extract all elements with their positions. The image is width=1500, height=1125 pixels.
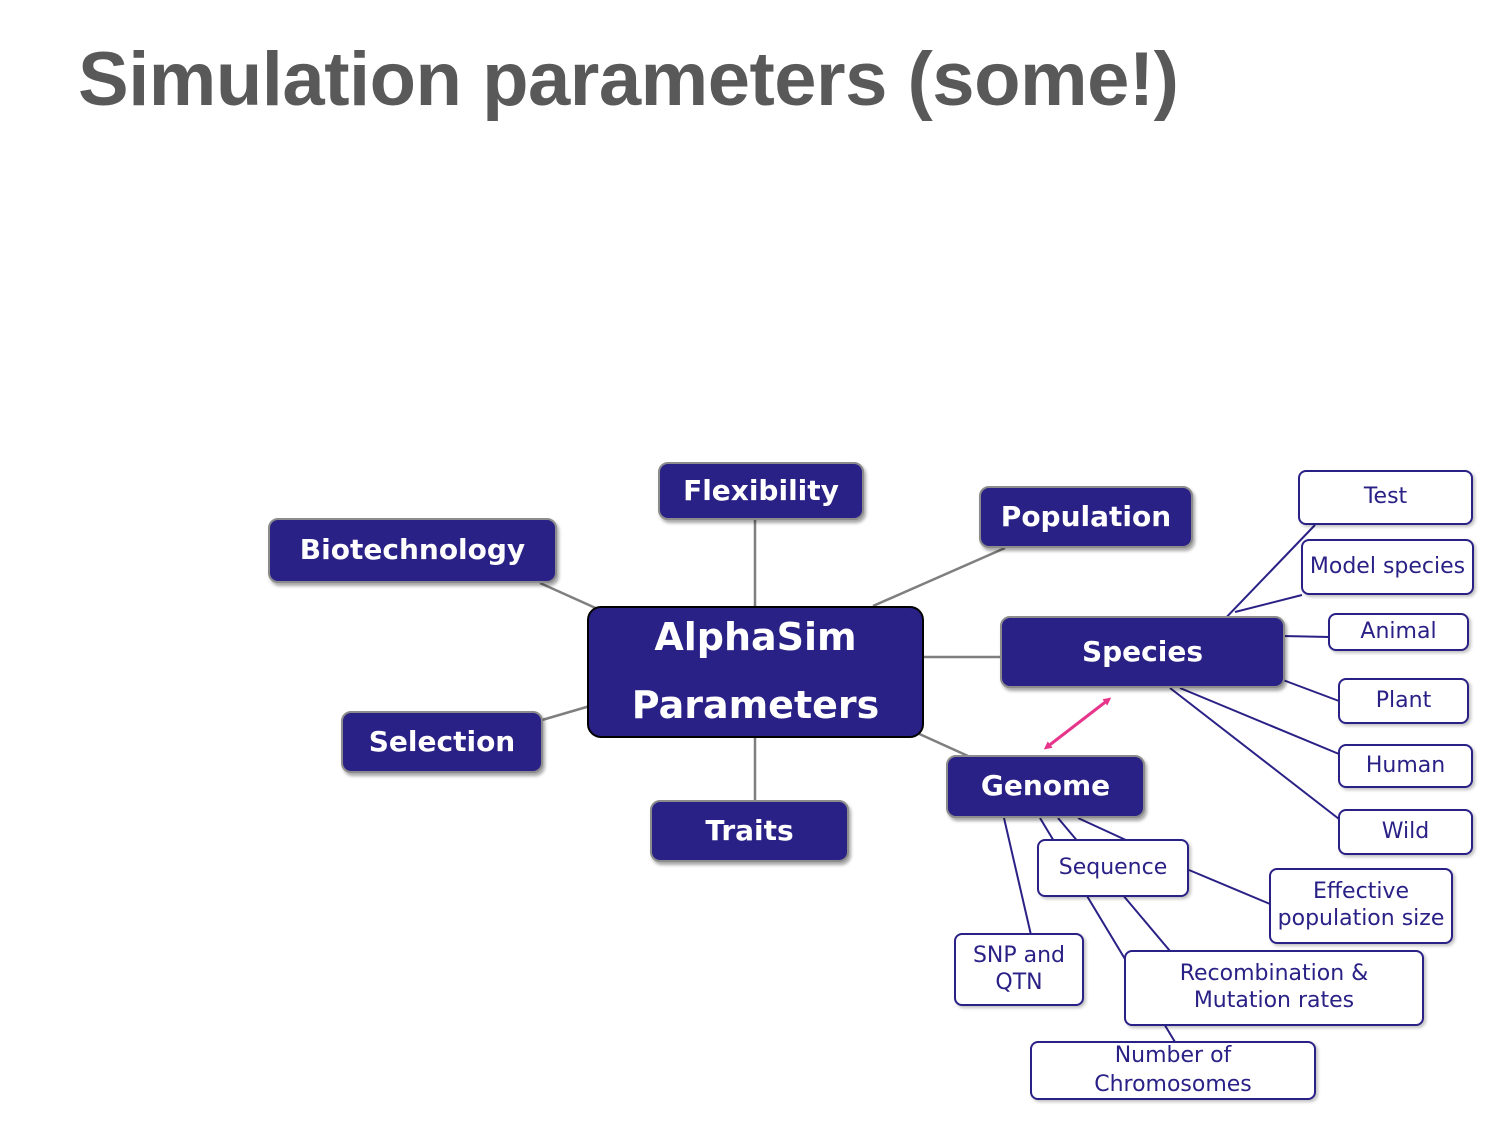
effective-population-line-1: Effective: [1313, 879, 1409, 905]
recombination-line-1: Recombination &: [1179, 961, 1369, 987]
link-genome-sequence: [1077, 817, 1129, 842]
node-genome: Genome: [946, 755, 1145, 818]
species-genome-arrow: [1043, 697, 1112, 750]
chromosomes-line-2: Chromosomes: [1094, 1071, 1252, 1097]
node-biotechnology: Biotechnology: [268, 518, 557, 583]
effective-population-line-2: population size: [1277, 906, 1445, 931]
link-sequence-effective: [1188, 869, 1271, 905]
link-species-plant: [1282, 679, 1340, 702]
link-genome: [914, 730, 969, 758]
node-model-species: Model species: [1301, 539, 1474, 595]
link-genome-snp: [1003, 817, 1032, 936]
chromosomes-line-1: Number of: [1114, 1042, 1232, 1068]
node-sequence: Sequence: [1037, 839, 1189, 897]
node-species: Species: [1000, 616, 1285, 688]
recombination-line-2: Mutation rates: [1193, 988, 1355, 1013]
central-node-line-1: AlphaSim: [654, 615, 857, 660]
node-flexibility: Flexibility: [658, 462, 864, 520]
link-species-animal: [1282, 635, 1330, 638]
central-node-alphasim-parameters: AlphaSim Parameters: [587, 606, 924, 738]
node-plant: Plant: [1338, 678, 1469, 724]
node-wild: Wild: [1338, 809, 1473, 855]
link-species-wild: [1169, 687, 1340, 820]
snp-qtn-line-1: SNP and: [972, 942, 1066, 968]
node-recombination-mutation-rates: Recombination & Mutation rates: [1124, 950, 1424, 1026]
slide-title: Simulation parameters (some!): [78, 37, 1179, 122]
link-species-human: [1179, 687, 1340, 755]
node-number-of-chromosomes: Number of Chromosomes: [1030, 1041, 1316, 1100]
node-snp-and-qtn: SNP and QTN: [954, 933, 1084, 1006]
node-population: Population: [979, 486, 1193, 548]
link-biotechnology: [539, 581, 601, 612]
node-human: Human: [1338, 744, 1473, 788]
central-node-line-2: Parameters: [631, 683, 880, 727]
node-selection: Selection: [341, 711, 543, 773]
link-selection: [541, 704, 591, 722]
link-population: [872, 546, 1006, 608]
node-effective-population-size: Effective population size: [1269, 868, 1453, 944]
link-species-model: [1234, 594, 1303, 613]
snp-qtn-line-2: QTN: [995, 969, 1043, 995]
node-traits: Traits: [650, 800, 849, 862]
node-test: Test: [1298, 470, 1473, 525]
node-animal: Animal: [1328, 613, 1469, 651]
